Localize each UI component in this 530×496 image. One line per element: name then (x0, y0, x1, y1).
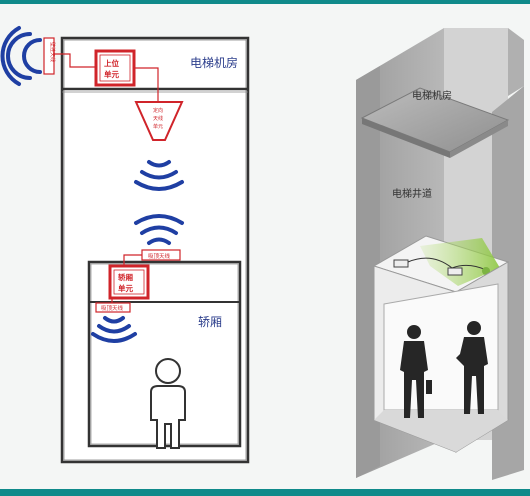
wall-antenna-signal-icon (0, 26, 42, 86)
car-inner-antenna-text: 吸顶天线 (101, 304, 124, 312)
machine-room-label: 电梯机房 (190, 55, 238, 70)
person-right-silhouette (456, 321, 488, 414)
right-elevator-3d (356, 28, 524, 480)
car-top-device-1 (393, 259, 409, 268)
car-signal-icon (91, 316, 137, 343)
top-unit-text-2: 单元 (104, 69, 119, 79)
funnel-text-2: 天线 (153, 115, 163, 122)
wall-antenna-text: 壁挂天线 (49, 42, 56, 62)
top-unit-text-1: 上位 (104, 58, 119, 68)
top-border-bar (0, 0, 530, 4)
car-inner-antenna (95, 302, 131, 313)
bottom-border-bar (0, 489, 530, 496)
top-unit-box (94, 49, 136, 87)
car-top-antenna-text: 吸顶天线 (148, 252, 171, 260)
person-icon (150, 358, 186, 449)
wire-wall-to-top-unit (54, 53, 96, 68)
directional-antenna (134, 101, 184, 141)
wire-top-unit-to-funnel (134, 67, 159, 102)
right-shaft-label: 电梯井道 (392, 187, 432, 200)
funnel-text-3: 单元 (153, 123, 163, 130)
signal-coverage-green (420, 238, 500, 286)
car-unit-text-2: 单元 (118, 283, 133, 293)
person-left-silhouette (400, 325, 432, 418)
car-unit-box (108, 264, 150, 300)
wall-antenna (43, 37, 55, 75)
car-unit-text-1: 轿厢 (118, 272, 133, 282)
uplink-signal-icon (134, 214, 184, 245)
right-machine-room-label: 电梯机房 (412, 89, 452, 102)
car-top-device-2 (447, 267, 463, 276)
left-elevator-diagram (0, 26, 250, 464)
downlink-signal-icon (134, 160, 184, 191)
funnel-text-1: 定向 (153, 107, 163, 114)
car-label: 轿厢 (198, 314, 222, 329)
